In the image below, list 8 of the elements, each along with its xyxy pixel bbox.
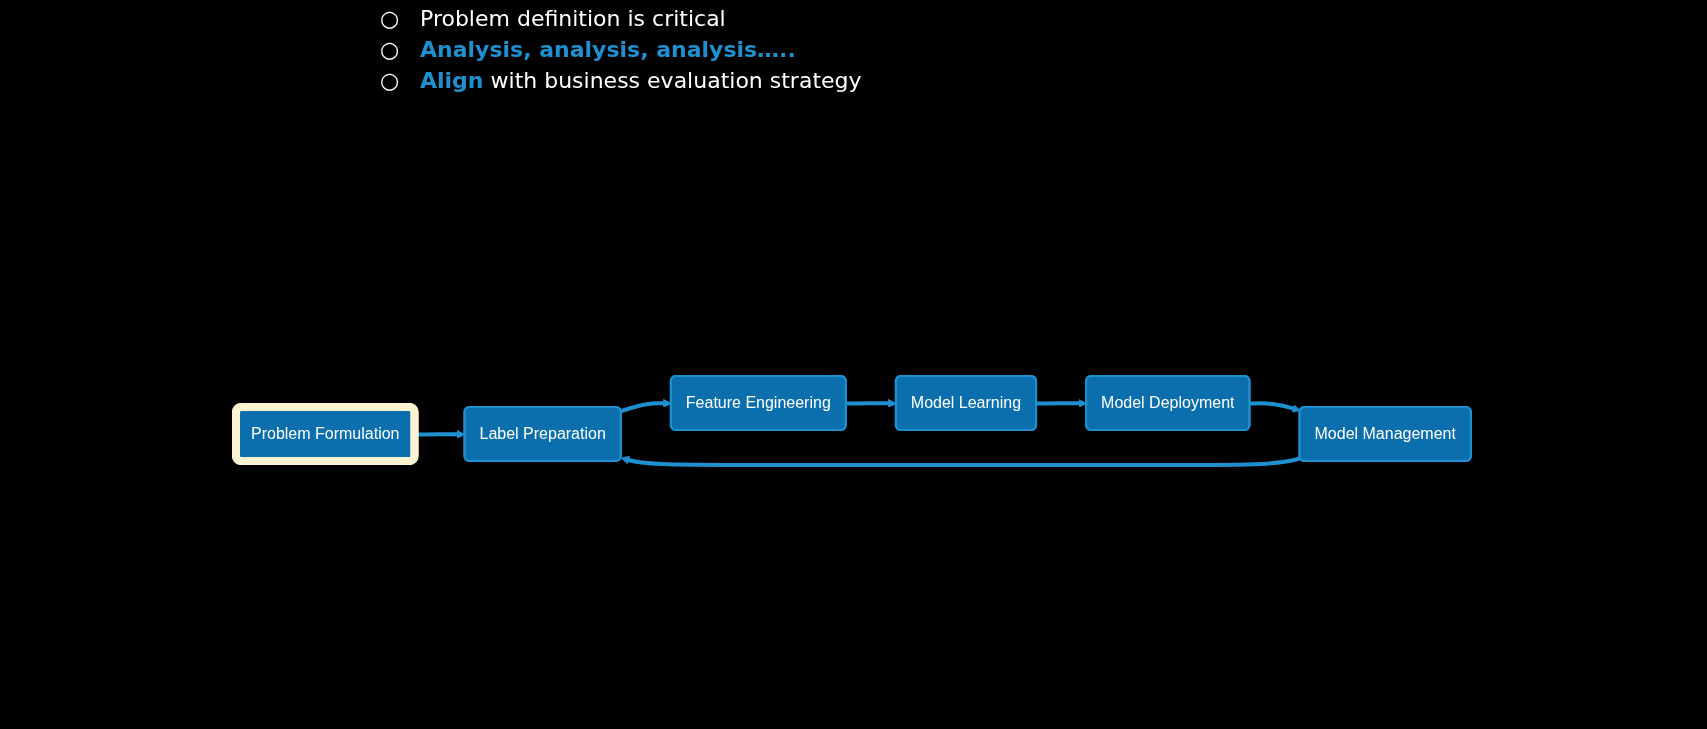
note-text: Analysis, analysis, analysis….. bbox=[420, 37, 796, 62]
arrow bbox=[620, 455, 1301, 467]
note-text: ○ bbox=[380, 6, 400, 31]
arrow bbox=[1250, 400, 1301, 413]
note-text: Align with business evaluation strategy bbox=[420, 68, 862, 93]
note-text: ○ bbox=[380, 68, 400, 93]
note-text: ○ bbox=[380, 37, 400, 62]
note-text: Problem definition is critical bbox=[420, 6, 726, 31]
